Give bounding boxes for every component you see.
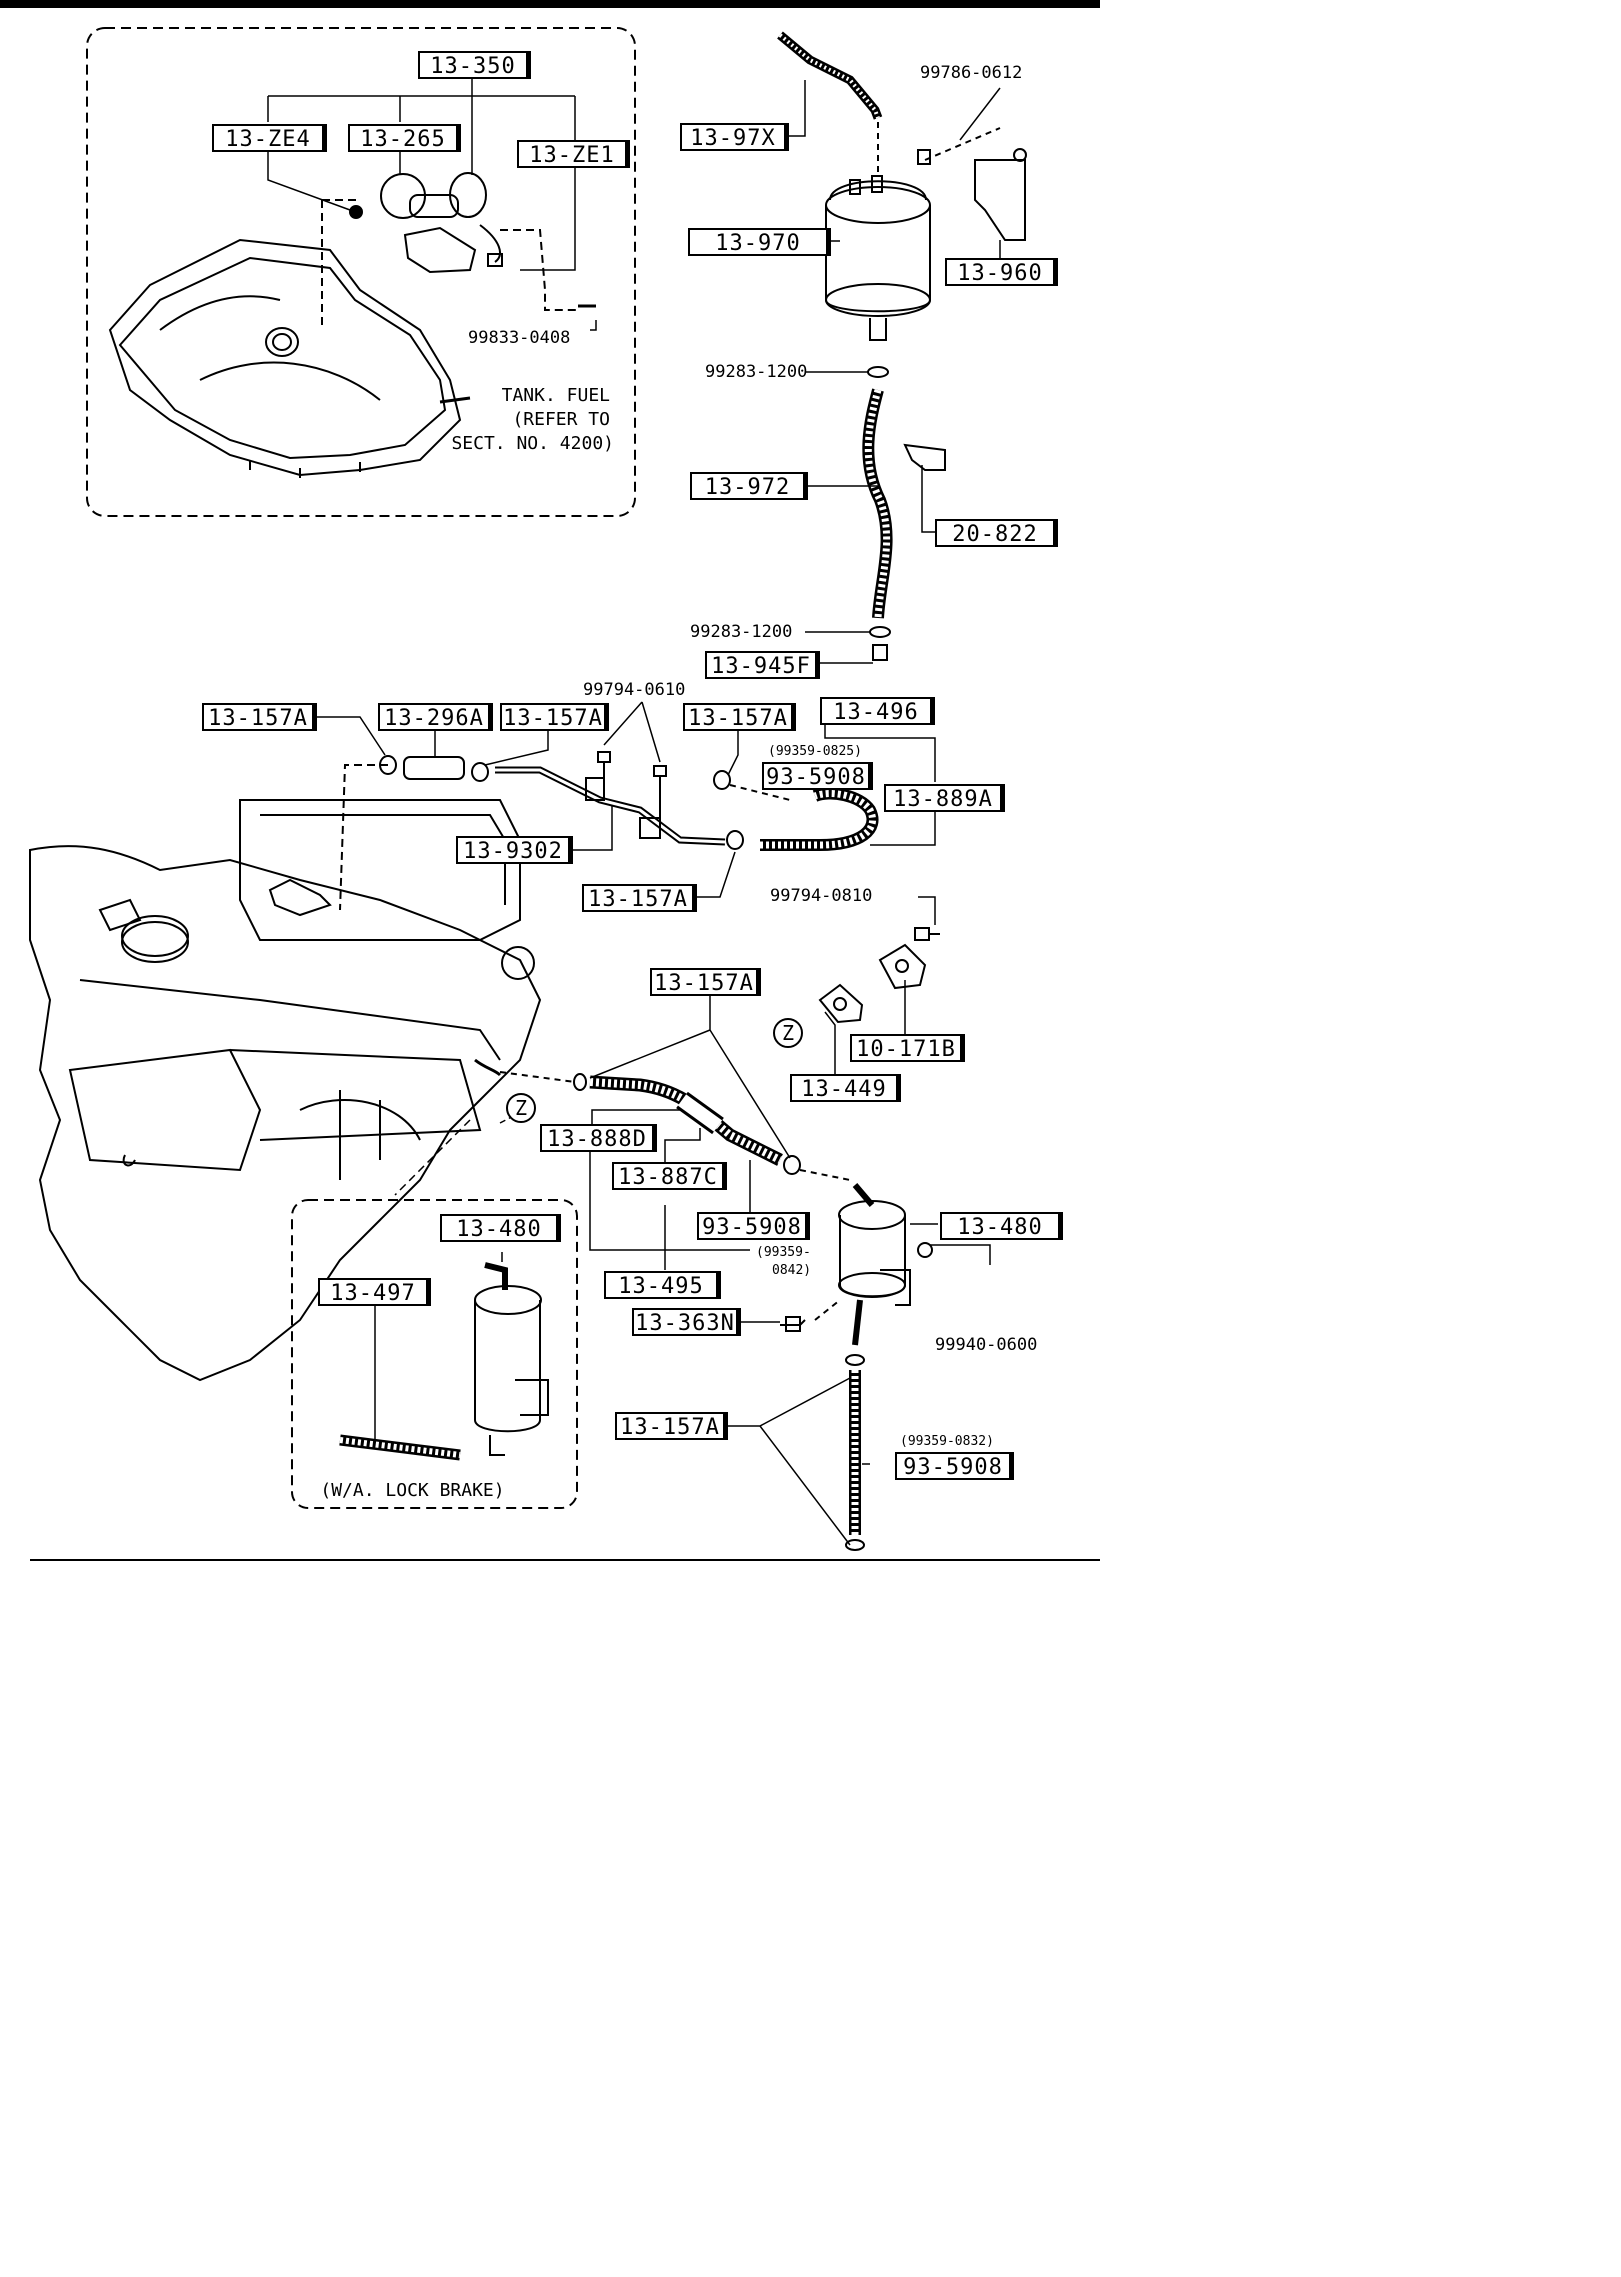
bolt-99794-0810[interactable]: 99794-0810 bbox=[770, 886, 873, 906]
canister-drawing bbox=[777, 31, 1027, 341]
part-13-350[interactable]: 13-350 bbox=[418, 51, 528, 79]
connection-marker-z: Z bbox=[773, 1018, 803, 1048]
part-93-5908[interactable]: 93-5908 bbox=[895, 1452, 1011, 1480]
lock-brake-group-frame bbox=[291, 1199, 578, 1509]
part-13-496[interactable]: 13-496 bbox=[820, 697, 932, 725]
part-13-887c[interactable]: 13-887C bbox=[612, 1162, 724, 1190]
part-13-960[interactable]: 13-960 bbox=[945, 258, 1055, 286]
gaskets-drawing bbox=[818, 927, 940, 1024]
fuel-tank-drawing bbox=[108, 238, 471, 478]
part-13-888d[interactable]: 13-888D bbox=[540, 1124, 654, 1152]
part-13-972[interactable]: 13-972 bbox=[690, 472, 805, 500]
part-13-157a[interactable]: 13-157A bbox=[500, 703, 606, 731]
bolt-99833-0408[interactable]: 99833-0408 bbox=[468, 328, 571, 348]
leader-lines bbox=[267, 74, 1001, 1546]
part-13-495[interactable]: 13-495 bbox=[604, 1271, 718, 1299]
ref-99359-0825[interactable]: (99359-0825) bbox=[768, 744, 862, 759]
hose-13-972-drawing bbox=[862, 366, 946, 661]
tank-fuel-note-line2: (REFER TO bbox=[512, 409, 610, 430]
part-13-480[interactable]: 13-480 bbox=[940, 1212, 1060, 1240]
parts-diagram bbox=[0, 0, 1100, 1561]
tank-fuel-note-line3: SECT. NO. 4200) bbox=[451, 433, 614, 454]
part-13-9302[interactable]: 13-9302 bbox=[456, 836, 570, 864]
top-border-bar bbox=[0, 0, 1100, 8]
tank-fuel-note-line1: TANK. FUEL bbox=[501, 385, 610, 406]
part-13-ze4[interactable]: 13-ZE4 bbox=[212, 124, 324, 152]
bolt-99786-0612[interactable]: 99786-0612 bbox=[920, 63, 1023, 83]
part-13-970[interactable]: 13-970 bbox=[688, 228, 828, 256]
part-13-157a[interactable]: 13-157A bbox=[615, 1412, 725, 1440]
part-13-889a[interactable]: 13-889A bbox=[884, 784, 1002, 812]
part-13-265[interactable]: 13-265 bbox=[348, 124, 458, 152]
part-13-97x[interactable]: 13-97X bbox=[680, 123, 786, 151]
lock-brake-drawing bbox=[339, 1262, 549, 1461]
part-13-157a[interactable]: 13-157A bbox=[650, 968, 758, 996]
connection-marker-z: Z bbox=[506, 1093, 536, 1123]
part-13-449[interactable]: 13-449 bbox=[790, 1074, 898, 1102]
part-10-171b[interactable]: 10-171B bbox=[850, 1034, 962, 1062]
part-93-5908[interactable]: 93-5908 bbox=[762, 762, 870, 790]
clip-99283-1200[interactable]: 99283-1200 bbox=[705, 362, 808, 382]
ref-99359-0842[interactable]: (99359- bbox=[756, 1245, 811, 1260]
pipe-assembly-drawing bbox=[339, 751, 879, 911]
lower-filter-line-drawing bbox=[499, 1071, 933, 1551]
part-13-945f[interactable]: 13-945F bbox=[705, 651, 817, 679]
lock-brake-note: (W/A. LOCK BRAKE) bbox=[320, 1480, 505, 1501]
nut-99940-0600[interactable]: 99940-0600 bbox=[935, 1335, 1038, 1355]
fuel-pump-drawing bbox=[321, 172, 596, 330]
fuel-tank-group-frame bbox=[86, 27, 636, 517]
part-20-822[interactable]: 20-822 bbox=[935, 519, 1055, 547]
ref-99359-0842-cont[interactable]: 0842) bbox=[772, 1263, 812, 1278]
bolt-99794-0610[interactable]: 99794-0610 bbox=[583, 680, 686, 700]
clip-99283-1200[interactable]: 99283-1200 bbox=[690, 622, 793, 642]
part-13-497[interactable]: 13-497 bbox=[318, 1278, 428, 1306]
part-13-296a[interactable]: 13-296A bbox=[378, 703, 490, 731]
part-13-ze1[interactable]: 13-ZE1 bbox=[517, 140, 627, 168]
part-13-363n[interactable]: 13-363N bbox=[632, 1308, 738, 1336]
engine-drawing bbox=[29, 799, 542, 1382]
ref-99359-0832[interactable]: (99359-0832) bbox=[900, 1434, 994, 1449]
part-13-157a[interactable]: 13-157A bbox=[202, 703, 314, 731]
part-13-480[interactable]: 13-480 bbox=[440, 1214, 558, 1242]
part-93-5908[interactable]: 93-5908 bbox=[697, 1212, 807, 1240]
part-13-157a[interactable]: 13-157A bbox=[582, 884, 694, 912]
part-13-157a[interactable]: 13-157A bbox=[683, 703, 793, 731]
